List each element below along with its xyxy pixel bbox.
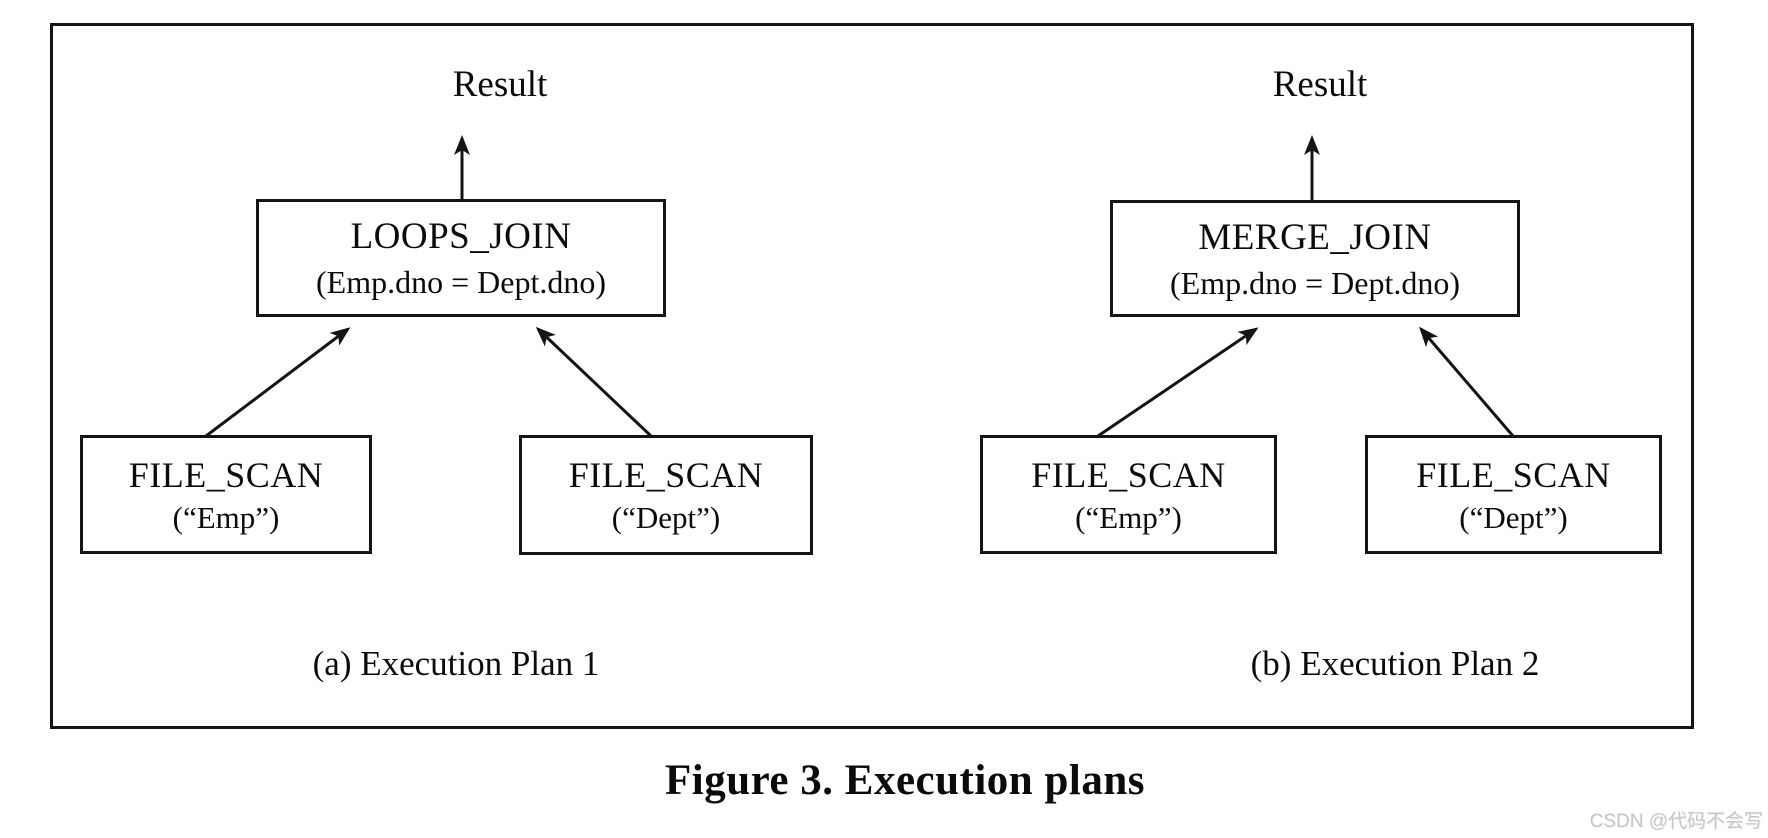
scan-argument: (“Dept”) (1459, 499, 1568, 535)
scan-title: FILE_SCAN (568, 455, 764, 496)
join-node-plan-a: LOOPS_JOIN (Emp.dno = Dept.dno) (256, 199, 666, 317)
figure-caption: Figure 3. Execution plans (665, 757, 1145, 804)
scan-title: FILE_SCAN (128, 454, 324, 495)
scan-title: FILE_SCAN (1416, 454, 1611, 495)
figure-border (50, 23, 1694, 729)
scan-node-emp-plan-b: FILE_SCAN (“Emp”) (980, 435, 1277, 554)
scan-node-emp-plan-a: FILE_SCAN (“Emp”) (80, 435, 372, 554)
scan-node-dept-plan-a: FILE_SCAN (“Dept”) (519, 435, 813, 555)
scan-argument: (“Emp”) (172, 499, 280, 535)
scan-argument: (“Dept”) (611, 500, 721, 536)
join-title-plan-a: LOOPS_JOIN (350, 216, 572, 258)
watermark: CSDN @代码不会写 (1589, 811, 1763, 832)
scan-argument: (“Emp”) (1075, 499, 1182, 535)
scan-node-dept-plan-b: FILE_SCAN (“Dept”) (1365, 435, 1662, 554)
scan-title: FILE_SCAN (1031, 454, 1226, 495)
result-label-plan-b: Result (1272, 64, 1368, 105)
join-title-plan-b: MERGE_JOIN (1198, 216, 1432, 258)
plan-b-caption: (b) Execution Plan 2 (1250, 644, 1540, 683)
join-condition-plan-b: (Emp.dno = Dept.dno) (1170, 264, 1460, 301)
join-node-plan-b: MERGE_JOIN (Emp.dno = Dept.dno) (1110, 200, 1520, 317)
plan-a-caption: (a) Execution Plan 1 (312, 644, 600, 683)
join-condition-plan-a: (Emp.dno = Dept.dno) (316, 264, 606, 301)
result-label-plan-a: Result (452, 64, 548, 105)
